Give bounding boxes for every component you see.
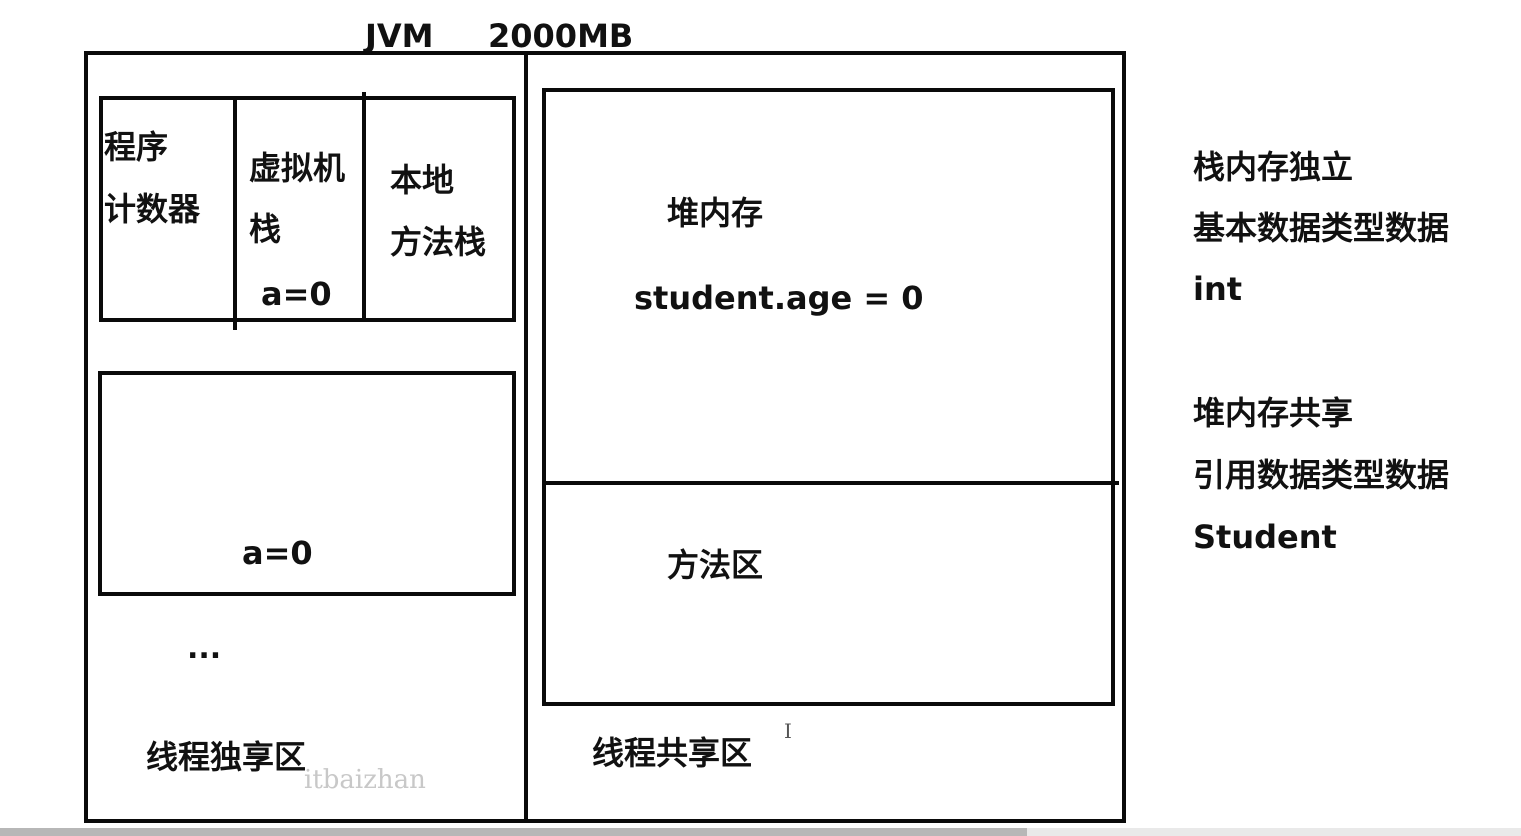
stack-frame-value: a=0 — [242, 534, 313, 572]
heap-method-area-divider — [542, 481, 1119, 485]
heap-method-area-box — [542, 88, 1115, 706]
note-heap-shared: 堆内存共享 — [1193, 394, 1354, 432]
note-primitive-data: 基本数据类型数据 — [1193, 209, 1450, 247]
thread-shared-area-label: 线程共享区 — [592, 734, 753, 772]
heap-label: 堆内存 — [667, 194, 764, 232]
thread-stack-row-box — [99, 96, 516, 322]
watermark: itbaizhan — [304, 765, 426, 795]
program-counter-label-line2: 计数器 — [104, 190, 201, 228]
method-area-label: 方法区 — [667, 546, 764, 584]
more-threads-ellipsis: ... — [187, 631, 222, 666]
note-stack-independent: 栈内存独立 — [1193, 148, 1354, 186]
stack-cell-divider-2 — [362, 92, 366, 320]
vm-stack-label-line2: 栈 — [249, 210, 282, 248]
note-student: Student — [1193, 518, 1337, 556]
jvm-title: JVM — [365, 17, 434, 55]
note-int: int — [1193, 270, 1243, 308]
video-progress-bar[interactable] — [0, 828, 1521, 836]
note-reference-data: 引用数据类型数据 — [1193, 456, 1450, 494]
stack-cell-divider-1 — [233, 98, 237, 330]
video-progress-fill — [0, 828, 1027, 836]
program-counter-label-line1: 程序 — [104, 128, 169, 166]
heap-value: student.age = 0 — [634, 279, 924, 317]
jvm-memory-box — [84, 51, 1126, 823]
jvm-size: 2000MB — [488, 17, 634, 55]
thread-private-area-label: 线程独享区 — [146, 738, 307, 776]
text-cursor-icon: I — [784, 719, 792, 743]
native-method-stack-label-line2: 方法栈 — [390, 223, 487, 261]
region-divider — [524, 53, 528, 821]
native-method-stack-label-line1: 本地 — [390, 161, 455, 199]
stack-frame-box — [98, 371, 516, 596]
vm-stack-value: a=0 — [261, 275, 332, 313]
vm-stack-label-line1: 虚拟机 — [249, 149, 346, 187]
